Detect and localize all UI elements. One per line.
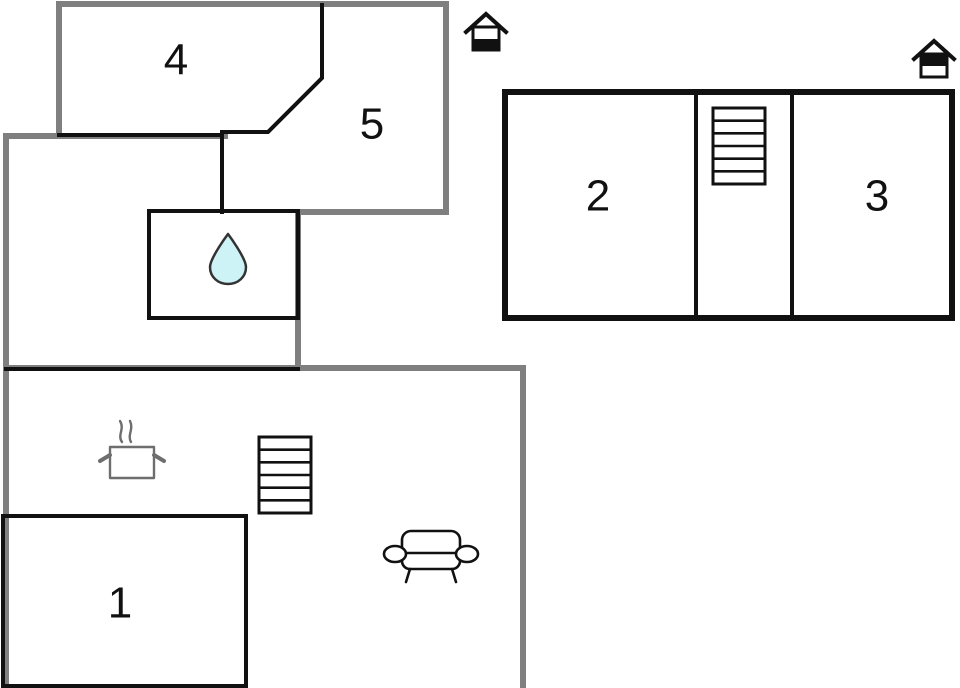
- room-label-3: 3: [865, 172, 889, 221]
- left-building-lower-outer-walls: [3, 365, 526, 688]
- cooking-pot-icon: [98, 419, 166, 480]
- sofa-icon: [382, 529, 480, 584]
- room-label-4: 4: [164, 36, 188, 85]
- staircase-icon: [257, 435, 313, 515]
- water-drop-icon: [208, 232, 248, 286]
- room-label-2: 2: [586, 172, 610, 221]
- house-entrance-icon: [463, 11, 509, 52]
- room-label-1: 1: [108, 579, 132, 628]
- staircase-icon: [711, 106, 767, 186]
- room-1-walls: [1, 514, 248, 688]
- right-building-outer-walls: [502, 89, 955, 321]
- left-building-inner-walls: [4, 3, 324, 371]
- house-entrance-icon: [911, 38, 957, 79]
- right-building-inner-walls: [694, 93, 794, 317]
- room-label-5: 5: [360, 100, 384, 149]
